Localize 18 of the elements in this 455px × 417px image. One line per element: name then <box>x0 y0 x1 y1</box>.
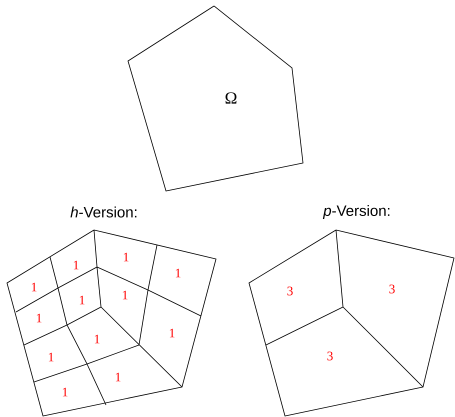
element-number: 1 <box>124 252 128 262</box>
element-number: 1 <box>94 334 100 344</box>
element-number: 1 <box>48 352 54 362</box>
element-number: 1 <box>74 260 78 270</box>
element-number: 3 <box>327 352 333 360</box>
element-number: 3 <box>389 284 395 294</box>
element-number: 1 <box>122 290 128 300</box>
element-number: 1 <box>32 282 36 292</box>
element-number: 3 <box>287 286 293 296</box>
heading: h-Version: <box>70 206 136 218</box>
element-number: 1 <box>62 388 68 396</box>
element-number: 1 <box>176 268 180 278</box>
element-number: 1 <box>80 296 84 304</box>
element-number: 1 <box>170 328 174 338</box>
heading: p-Version: <box>322 205 390 219</box>
element-number: 1 <box>116 372 120 382</box>
domain-symbol: Ω <box>226 92 236 104</box>
element-number: 1 <box>36 314 42 322</box>
